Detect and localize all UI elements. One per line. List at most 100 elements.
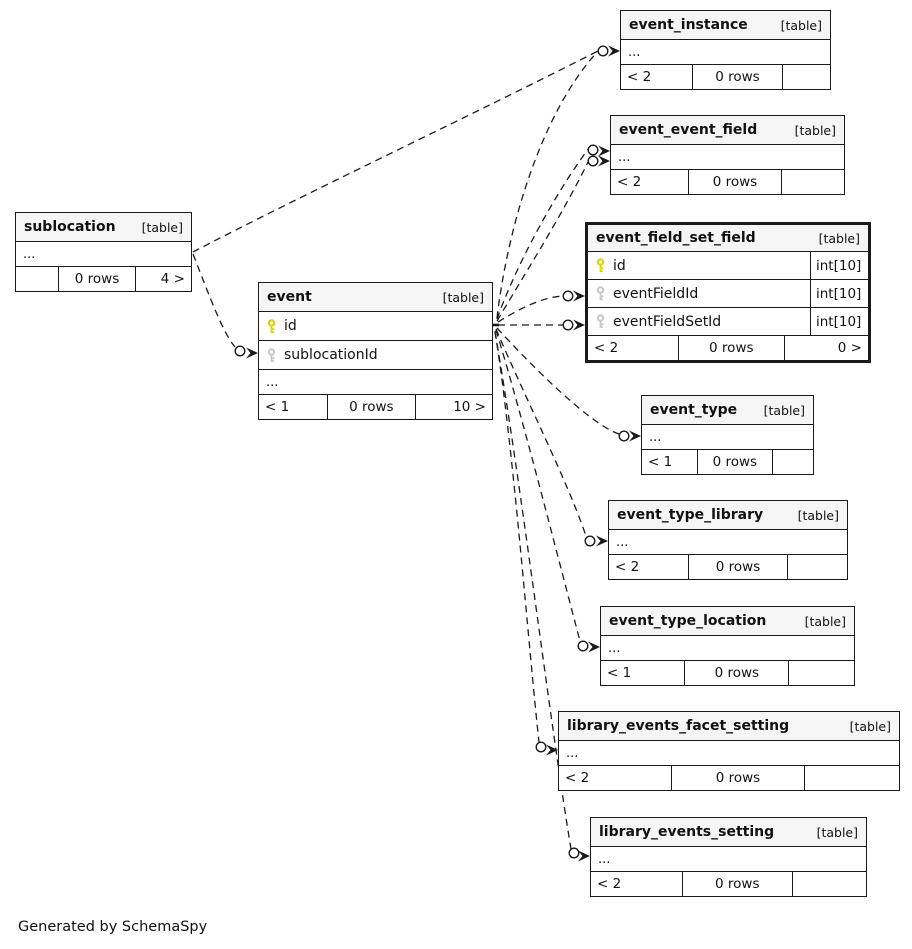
table-node-library_events_setting[interactable]: library_events_setting [table] ... < 2 0… xyxy=(590,817,867,897)
footer-children xyxy=(803,766,899,790)
columns-ellipsis-row: ... xyxy=(609,529,847,554)
footer-rowcount: 0 rows xyxy=(677,336,784,360)
table-footer: < 2 0 rows xyxy=(591,871,866,896)
footer-children: 10 > xyxy=(415,395,492,419)
table-name: library_events_setting xyxy=(599,824,775,840)
footer-children xyxy=(771,450,813,474)
table-tag: [table] xyxy=(794,122,836,138)
column-name: sublocationId xyxy=(284,347,378,363)
footer-children xyxy=(781,65,830,89)
rel-event-library_events_setting xyxy=(494,331,572,850)
footer-children: 4 > xyxy=(135,267,191,291)
table-tag: [table] xyxy=(141,219,183,235)
rel-end-circle xyxy=(618,430,630,442)
columns-ellipsis-row: ... xyxy=(611,144,844,169)
table-tag: [table] xyxy=(763,402,805,418)
columns-ellipsis-row: ... xyxy=(621,39,830,64)
table-header: event [table] xyxy=(259,283,492,311)
table-header: event_event_field [table] xyxy=(611,116,844,144)
rel-arrowhead xyxy=(596,535,608,547)
table-name: event_instance xyxy=(629,17,748,33)
footer-parents: < 2 xyxy=(597,876,622,892)
table-header: event_type [table] xyxy=(642,396,813,424)
table-tag: [table] xyxy=(818,230,860,246)
rel-end-circle xyxy=(584,535,596,547)
table-header: event_field_set_field [table] xyxy=(588,225,868,251)
table-footer: < 2 0 rows xyxy=(611,169,844,194)
primary-key-icon xyxy=(596,258,605,273)
rel-arrowhead xyxy=(578,850,590,862)
footer-parents: < 1 xyxy=(648,454,673,470)
column-name: eventFieldSetId xyxy=(613,313,722,330)
rel-event-event_type xyxy=(496,327,620,435)
table-node-event_type[interactable]: event_type [table] ... < 1 0 rows xyxy=(641,395,814,475)
footer-children xyxy=(781,170,844,194)
rel-arrowhead xyxy=(598,145,610,157)
footer-rowcount: 0 rows xyxy=(684,661,788,685)
footer-children: 0 > xyxy=(783,336,868,360)
rel-event-event_event_field-1 xyxy=(496,147,590,320)
table-header: event_type_library [table] xyxy=(609,501,847,529)
table-node-event_type_library[interactable]: event_type_library [table] ... < 2 0 row… xyxy=(608,500,848,580)
table-footer: < 1 0 rows 10 > xyxy=(259,394,492,419)
generator-note: Generated by SchemaSpy xyxy=(18,919,208,935)
rel-end-circle xyxy=(234,345,246,357)
table-tag: [table] xyxy=(804,613,846,629)
foreign-key-icon xyxy=(596,286,605,301)
table-node-event[interactable]: event [table] id sublocationId ... < 1 0… xyxy=(258,282,493,420)
table-header: sublocation [table] xyxy=(16,213,191,241)
footer-rowcount: 0 rows xyxy=(696,450,772,474)
footer-parents: < 2 xyxy=(594,340,619,356)
foreign-key-icon xyxy=(596,314,605,329)
rel-end-circle xyxy=(587,144,599,156)
table-node-sublocation[interactable]: sublocation [table] ... 0 rows 4 > xyxy=(15,212,192,292)
column-type: int[10] xyxy=(810,280,868,307)
footer-parents: < 2 xyxy=(627,69,652,85)
column-type: int[10] xyxy=(810,252,868,279)
rel-end-circle xyxy=(577,640,589,652)
table-name: event_type_location xyxy=(609,613,767,629)
footer-parents: < 2 xyxy=(617,174,642,190)
column-name: eventFieldId xyxy=(613,285,699,302)
column-name: id xyxy=(284,318,297,334)
table-name: sublocation xyxy=(24,219,116,235)
footer-rowcount: 0 rows xyxy=(687,555,788,579)
footer-rowcount: 0 rows xyxy=(681,872,792,896)
footer-parents: < 2 xyxy=(615,559,640,575)
foreign-key-icon xyxy=(267,347,276,362)
column-row: eventFieldSetId int[10] xyxy=(588,307,868,335)
column-type: int[10] xyxy=(810,308,868,335)
rel-event-event_instance xyxy=(496,48,601,319)
rel-end-circle xyxy=(535,741,547,753)
rel-arrowhead xyxy=(598,155,610,167)
table-node-event_field_set_field[interactable]: event_field_set_field [table] id int[10]… xyxy=(585,222,871,363)
table-footer: 0 rows 4 > xyxy=(16,266,191,291)
table-name: event_field_set_field xyxy=(596,230,756,246)
table-node-event_type_location[interactable]: event_type_location [table] ... < 1 0 ro… xyxy=(600,606,855,686)
column-name: id xyxy=(613,257,626,274)
footer-rowcount: 0 rows xyxy=(58,267,135,291)
table-node-event_instance[interactable]: event_instance [table] ... < 2 0 rows xyxy=(620,10,831,90)
table-footer: < 1 0 rows xyxy=(642,449,813,474)
rel-end-circle xyxy=(597,45,609,57)
rel-event-eventFieldId xyxy=(497,295,564,323)
table-name: library_events_facet_setting xyxy=(567,718,790,734)
footer-parents: < 2 xyxy=(565,770,590,786)
table-node-library_events_facet_setting[interactable]: library_events_facet_setting [table] ...… xyxy=(558,711,900,791)
rel-sublocation-event_instance xyxy=(192,50,599,253)
primary-key-icon xyxy=(267,318,276,333)
table-footer: < 2 0 rows xyxy=(609,554,847,579)
rel-arrowhead xyxy=(608,45,620,57)
table-header: event_instance [table] xyxy=(621,11,830,39)
columns-ellipsis-row: ... xyxy=(642,424,813,449)
table-footer: < 2 0 rows xyxy=(621,64,830,89)
column-row: id xyxy=(259,311,492,340)
table-node-event_event_field[interactable]: event_event_field [table] ... < 2 0 rows xyxy=(610,115,845,195)
rel-arrowhead xyxy=(573,290,585,302)
rel-arrowhead xyxy=(629,430,641,442)
column-row: eventFieldId int[10] xyxy=(588,279,868,307)
rel-arrowhead xyxy=(546,744,558,756)
rel-sublocation-event xyxy=(192,253,236,348)
footer-children xyxy=(787,555,847,579)
